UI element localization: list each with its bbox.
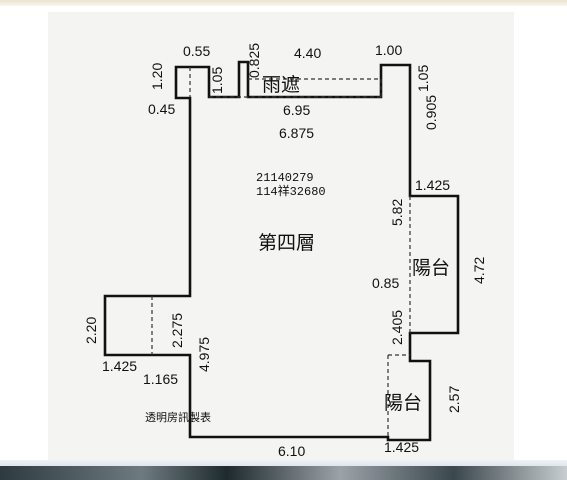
dim-2-20: 2.20 <box>83 317 99 344</box>
bottom-photo-strip <box>0 466 567 480</box>
plan-background <box>48 12 514 466</box>
bottom-photo-sky <box>0 460 567 466</box>
dim-0-85: 0.85 <box>372 275 399 291</box>
dim-5-82: 5.82 <box>389 199 405 226</box>
dim-0-55: 0.55 <box>183 43 210 59</box>
dim-0-45: 0.45 <box>148 101 175 117</box>
dim-2-275: 2.275 <box>169 313 185 348</box>
dim-1-425-bottom: 1.425 <box>384 439 419 455</box>
credit-label: 透明房訊製表 <box>145 410 211 424</box>
dashed-lines <box>151 67 411 437</box>
dim-1-425-top: 1.425 <box>415 177 450 193</box>
dim-1-165: 1.165 <box>143 371 178 387</box>
canopy-label: 雨遮 <box>262 74 300 96</box>
dim-0-825: 0.825 <box>246 43 262 78</box>
dim-6-95: 6.95 <box>283 102 310 118</box>
balcony-upper-label: 陽台 <box>412 257 450 279</box>
dim-6-10: 6.10 <box>278 443 305 459</box>
dim-1-20: 1.20 <box>149 63 165 90</box>
dim-1-05-left: 1.05 <box>209 67 225 94</box>
dim-4-975: 4.975 <box>196 337 212 372</box>
floor-label: 第四層 <box>258 232 315 254</box>
registration-line1: 21140279 <box>256 171 314 185</box>
dim-2-57: 2.57 <box>446 386 462 413</box>
balcony-lower-label: 陽台 <box>384 392 422 414</box>
right-white-panel <box>514 330 567 466</box>
dim-2-405: 2.405 <box>389 310 405 345</box>
dim-4-72: 4.72 <box>471 257 487 284</box>
dim-0-905: 0.905 <box>423 95 439 130</box>
dim-4-40: 4.40 <box>294 45 321 61</box>
dim-1-00: 1.00 <box>375 42 402 58</box>
dim-1-425-left: 1.425 <box>102 358 137 374</box>
registration-line2: 114祥32680 <box>256 184 326 199</box>
dim-6-875: 6.875 <box>279 125 314 141</box>
top-border-band <box>0 0 567 6</box>
dim-1-05-right: 1.05 <box>415 65 431 92</box>
